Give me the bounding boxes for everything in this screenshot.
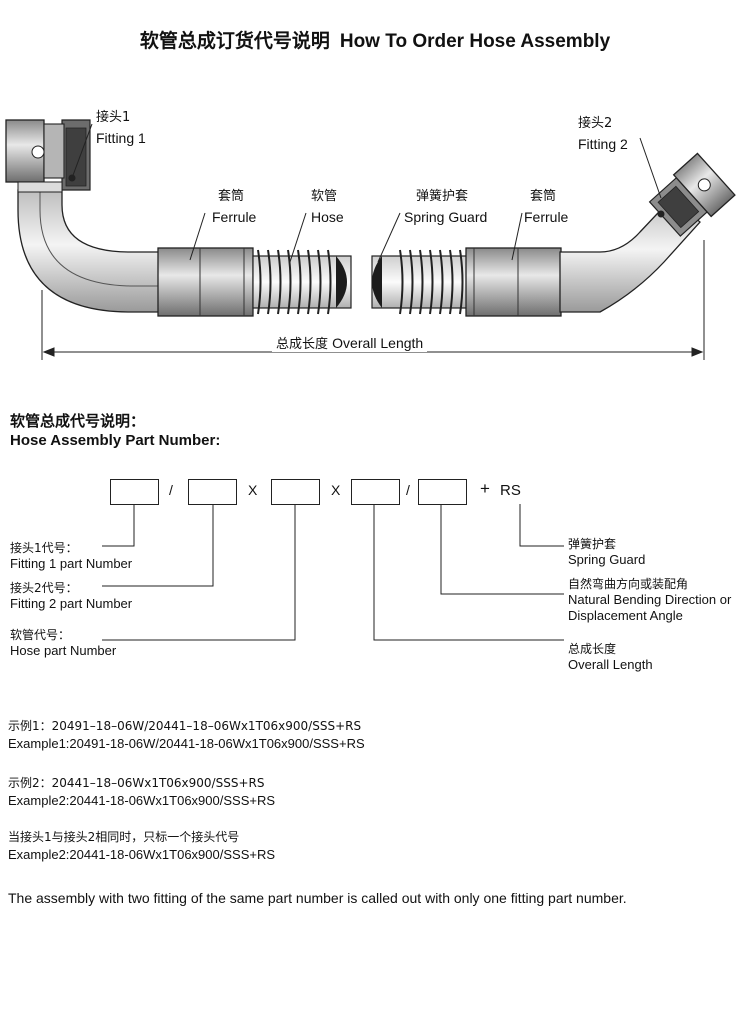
pn-label-fitting-2: 接头2代号： Fitting 2 part Number: [10, 580, 132, 612]
label-ferrule-right-en: Ferrule: [524, 209, 569, 225]
label-spring-guard-zh: 弹簧护套: [416, 189, 469, 204]
pn-label-spring-guard: 弹簧护套 Spring Guard: [568, 536, 645, 568]
separator-1: /: [169, 482, 173, 498]
drawing-leaders: [71, 123, 662, 263]
label-fitting-1-zh: 接头1: [96, 110, 131, 125]
page-title: 软管总成订货代号说明 How To Order Hose Assembly: [0, 26, 750, 53]
label-ferrule-right: 套筒 Ferrule: [524, 187, 568, 227]
example-3: 当接头1与接头2相同时，只标一个接头代号 Example2:20441-18-0…: [8, 829, 275, 863]
label-fitting-2: 接头2 Fitting 2: [578, 114, 628, 154]
part-box-fitting-1: [110, 479, 159, 505]
label-overall-length-en: Overall Length: [332, 335, 424, 351]
part-suffix-rs: RS: [500, 482, 521, 499]
ferrule-right-shape: [465, 247, 562, 317]
part-box-fitting-2: [188, 479, 237, 505]
label-fitting-2-zh: 接头2: [578, 116, 613, 131]
label-spring-guard-en: Spring Guard: [404, 209, 488, 225]
pn-label-spring-guard-en: Spring Guard: [568, 552, 646, 567]
pn-label-overall-zh: 总成长度: [568, 642, 617, 656]
label-fitting-1: 接头1 Fitting 1: [96, 108, 146, 148]
part-number-leaders: [102, 504, 564, 641]
label-hose-en: Hose: [311, 209, 344, 225]
example-2: 示例2：20441–18–06Wx1T06x900/SSS+RS Example…: [8, 775, 275, 809]
pn-label-fitting-1-en: Fitting 1 part Number: [10, 556, 133, 571]
example-1-en: Example1:20491-18-06W/20441-18-06Wx1T06x…: [8, 736, 365, 751]
pn-label-fitting-2-zh: 接头2代号：: [10, 581, 78, 595]
label-overall-length-zh: 总成长度: [276, 337, 329, 352]
label-fitting-1-en: Fitting 1: [96, 130, 146, 146]
overall-length-dimension: [41, 240, 705, 360]
label-ferrule-left-zh: 套筒: [218, 189, 245, 204]
separator-3: X: [331, 482, 341, 498]
pn-label-bending-zh: 自然弯曲方向或装配角: [568, 577, 689, 591]
pn-label-hose-en: Hose part Number: [10, 643, 117, 658]
part-box-overall-length: [351, 479, 400, 505]
example-3-en: Example2:20441-18-06Wx1T06x900/SSS+RS: [8, 847, 276, 862]
label-spring-guard: 弹簧护套 Spring Guard: [404, 187, 487, 227]
fitting-1-shape: [5, 119, 161, 313]
example-3-zh: 当接头1与接头2相同时，只标一个接头代号: [8, 830, 240, 844]
label-hose-zh: 软管: [311, 189, 338, 204]
label-ferrule-left-en: Ferrule: [212, 209, 257, 225]
pn-label-hose-zh: 软管代号：: [10, 628, 71, 642]
part-box-bending: [418, 479, 467, 505]
pn-label-fitting-1: 接头1代号： Fitting 1 part Number: [10, 540, 132, 572]
title-zh: 软管总成订货代号说明: [139, 30, 330, 52]
fitting-2-shape: [559, 152, 736, 313]
title-en: How To Order Hose Assembly: [339, 31, 611, 52]
pn-label-bending-en1: Natural Bending Direction or: [568, 592, 732, 607]
pn-label-bending-en2: Displacement Angle: [568, 608, 683, 623]
example-2-en: Example2:20441-18-06Wx1T06x900/SSS+RS: [8, 793, 276, 808]
label-overall-length: 总成长度 Overall Length: [272, 333, 428, 352]
example-1: 示例1：20491–18–06W/20441–18–06Wx1T06x900/S…: [8, 718, 365, 752]
hose-left-shape: [252, 249, 352, 315]
example-2-zh: 示例2：20441–18–06Wx1T06x900/SSS+RS: [8, 776, 265, 790]
pn-label-bending: 自然弯曲方向或装配角 Natural Bending Direction or …: [568, 576, 731, 624]
pn-label-spring-guard-zh: 弹簧护套: [568, 537, 617, 551]
pn-label-hose: 软管代号： Hose part Number: [10, 627, 116, 659]
footnote: The assembly with two fitting of the sam…: [8, 890, 627, 906]
label-ferrule-right-zh: 套筒: [530, 189, 557, 204]
pn-label-overall-en: Overall Length: [568, 657, 653, 672]
ferrule-left-shape: [157, 247, 254, 317]
example-1-zh: 示例1：20491–18–06W/20441–18–06Wx1T06x900/S…: [8, 719, 362, 733]
part-number-heading-zh: 软管总成代号说明：: [10, 412, 146, 430]
separator-2: X: [248, 482, 258, 498]
label-fitting-2-en: Fitting 2: [578, 136, 628, 152]
label-ferrule-left: 套筒 Ferrule: [212, 187, 256, 227]
label-hose: 软管 Hose: [311, 187, 344, 227]
separator-4: /: [406, 482, 410, 498]
pn-label-fitting-1-zh: 接头1代号：: [10, 541, 78, 555]
separator-5: +: [480, 479, 490, 498]
part-box-hose: [271, 479, 320, 505]
pn-label-fitting-2-en: Fitting 2 part Number: [10, 596, 133, 611]
hose-right-shape: [371, 249, 469, 315]
part-number-heading-en: Hose Assembly Part Number:: [10, 432, 221, 449]
pn-label-overall: 总成长度 Overall Length: [568, 641, 653, 673]
part-number-heading: 软管总成代号说明： Hose Assembly Part Number:: [10, 412, 220, 450]
